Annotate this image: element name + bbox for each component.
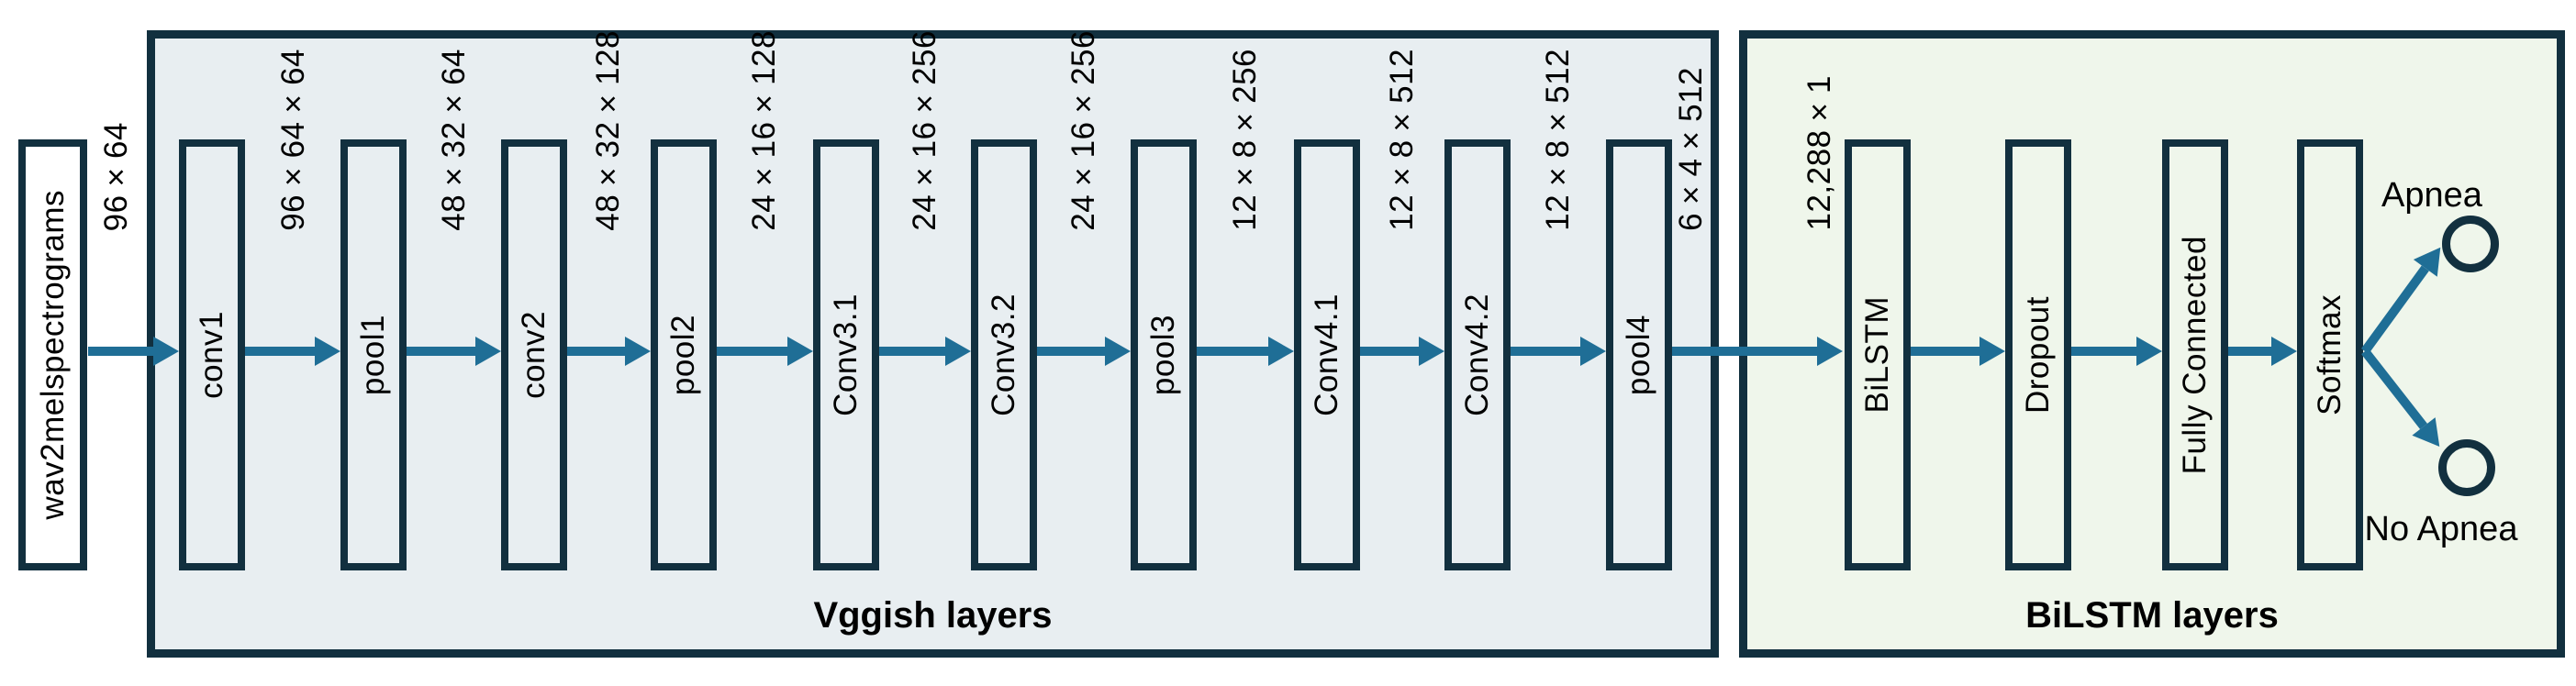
layer-label-pool3: pool3 (1145, 314, 1181, 396)
arrow-input-conv1 (88, 337, 179, 366)
arrow-bilstm-dropout (1911, 337, 2005, 366)
dim-label-pool1-output: 48×32×64 (436, 49, 472, 231)
output-label-no-apnea: No Apnea (2364, 510, 2518, 548)
layer-box-conv4-2: Conv4.2 (1444, 139, 1511, 570)
arrow-conv3-1-conv3-2 (879, 337, 971, 366)
dim-label-conv4-1-output: 12×8×512 (1384, 49, 1420, 231)
dim-label-pool2-output: 24×16×128 (746, 30, 782, 231)
output-node-no-apnea (2438, 439, 2495, 496)
layer-box-dropout: Dropout (2005, 139, 2071, 570)
layer-box-conv3-1: Conv3.1 (813, 139, 879, 570)
bilstm-container: 12,288×1 BiLSTM Dropout Fully Connected … (1739, 30, 2565, 658)
arrow-conv2-pool2 (567, 337, 651, 366)
dim-label-conv4-2-output: 12×8×512 (1540, 49, 1576, 231)
layer-box-softmax: Softmax (2297, 139, 2363, 570)
arrow-pool2-conv3-1 (717, 337, 813, 366)
arrow-pool4-bilstm (1672, 337, 1843, 366)
layer-box-fully-connected: Fully Connected (2162, 139, 2228, 570)
layer-box-conv2: conv2 (501, 139, 567, 570)
layer-label-dropout: Dropout (2020, 295, 2056, 415)
layer-box-conv4-1: Conv4.1 (1294, 139, 1360, 570)
layer-box-conv3-2: Conv3.2 (971, 139, 1037, 570)
dim-label-conv3-2-output: 24×16×256 (1065, 30, 1101, 231)
layer-box-pool4: pool4 (1606, 139, 1672, 570)
layer-label-conv3-1: Conv3.1 (828, 293, 864, 416)
arrow-conv4-2-pool4 (1511, 337, 1606, 366)
layer-label-conv4-1: Conv4.1 (1309, 293, 1344, 416)
dim-label-pool4-output: 6×4×512 (1673, 67, 1709, 231)
arrow-pool1-conv2 (407, 337, 501, 366)
layer-box-pool1: pool1 (340, 139, 407, 570)
layer-label-conv4-2: Conv4.2 (1459, 293, 1495, 416)
arrow-conv4-1-conv4-2 (1360, 337, 1444, 366)
output-label-apnea: Apnea (2381, 176, 2482, 215)
dim-label-conv3-1-output: 24×16×256 (907, 30, 942, 231)
arrow-dropout-fully-connected (2071, 337, 2162, 366)
layer-label-conv1: conv1 (194, 311, 229, 399)
layer-box-pool3: pool3 (1131, 139, 1197, 570)
layer-box-conv1: conv1 (179, 139, 245, 570)
vggish-container: conv1 pool1 conv2 pool2 Conv3.1 Conv3.2 … (147, 30, 1719, 658)
dim-label-bilstm-input: 12,288×1 (1801, 75, 1837, 231)
layer-label-pool2: pool2 (665, 314, 701, 396)
arrow-pool3-conv4-1 (1197, 337, 1294, 366)
layer-label-conv3-2: Conv3.2 (986, 293, 1021, 416)
vggish-caption: Vggish layers (813, 595, 1053, 636)
arrow-conv1-pool1 (245, 337, 340, 366)
dim-label-pool3-output: 12×8×256 (1227, 49, 1263, 231)
layer-label-pool1: pool1 (355, 314, 391, 396)
layer-box-bilstm: BiLSTM (1845, 139, 1911, 570)
layer-label-bilstm: BiLSTM (1859, 296, 1895, 414)
layer-label-conv2: conv2 (516, 311, 552, 399)
arrow-fully-connected-softmax (2228, 337, 2297, 366)
layer-label-pool4: pool4 (1621, 314, 1656, 396)
input-node-label: wav2melspectrograms (34, 190, 71, 520)
dim-label-input: 96×64 (98, 121, 134, 231)
dim-label-conv1-output: 96×64×64 (275, 49, 311, 231)
input-node-wav2melspectrograms: wav2melspectrograms (18, 139, 87, 570)
layer-label-fully-connected: Fully Connected (2177, 235, 2213, 475)
arrow-conv3-2-pool3 (1037, 337, 1131, 366)
dim-label-conv2-output: 48×32×128 (590, 30, 626, 231)
output-node-apnea (2442, 216, 2499, 272)
bilstm-caption: BiLSTM layers (2025, 595, 2279, 636)
layer-box-pool2: pool2 (651, 139, 717, 570)
layer-label-softmax: Softmax (2312, 294, 2347, 415)
